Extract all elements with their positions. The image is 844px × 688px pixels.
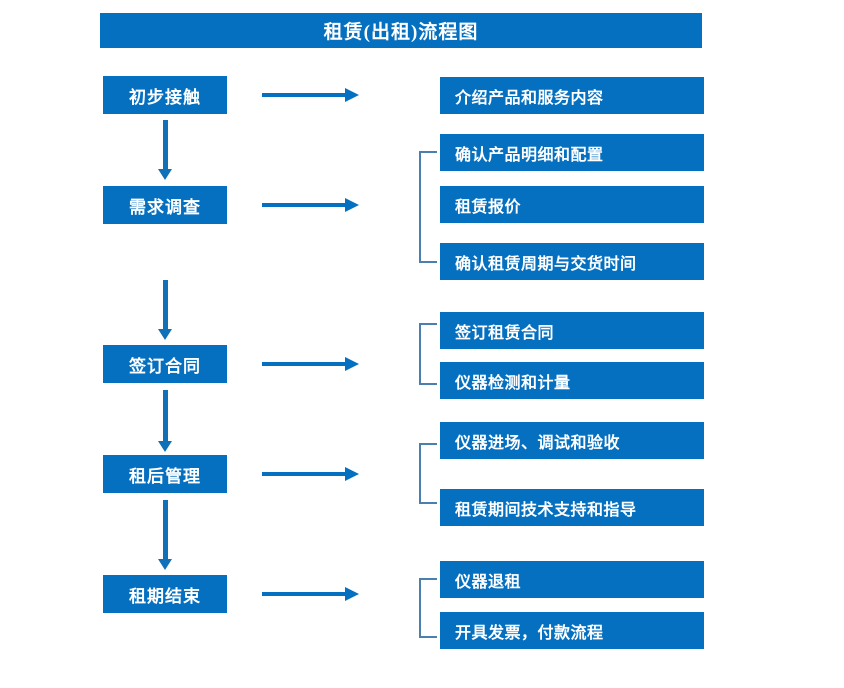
- stage-box-5[interactable]: 租期结束: [103, 575, 227, 613]
- detail-box-2-3[interactable]: 确认租赁周期与交货时间: [440, 243, 704, 280]
- detail-box-3-2[interactable]: 仪器检测和计量: [440, 362, 704, 399]
- detail-box-1-1[interactable]: 介绍产品和服务内容: [440, 77, 704, 114]
- arrow-shaft: [163, 500, 168, 559]
- stage-box-3[interactable]: 签订合同: [103, 345, 227, 383]
- down-arrow-icon-3: [158, 390, 173, 452]
- detail-box-5-1[interactable]: 仪器退租: [440, 561, 704, 598]
- detail-box-2-2[interactable]: 租赁报价: [440, 186, 704, 223]
- down-arrow-icon-2: [158, 280, 173, 340]
- arrow-head: [345, 198, 359, 212]
- right-arrow-icon-3: [262, 357, 359, 371]
- down-arrow-icon-4: [158, 500, 173, 570]
- group-bracket-2: [419, 151, 437, 263]
- detail-box-5-2[interactable]: 开具发票，付款流程: [440, 612, 704, 649]
- right-arrow-icon-4: [262, 467, 359, 481]
- arrow-shaft: [262, 472, 346, 476]
- arrow-shaft: [163, 390, 168, 441]
- arrow-head: [345, 467, 359, 481]
- right-arrow-icon-5: [262, 587, 359, 601]
- group-bracket-3: [419, 323, 437, 385]
- detail-box-2-1[interactable]: 确认产品明细和配置: [440, 134, 704, 171]
- arrow-head: [158, 329, 172, 340]
- arrow-head: [158, 169, 172, 180]
- stage-box-4[interactable]: 租后管理: [103, 455, 227, 493]
- detail-box-4-2[interactable]: 租赁期间技术支持和指导: [440, 489, 704, 526]
- detail-box-4-1[interactable]: 仪器进场、调试和验收: [440, 422, 704, 459]
- arrow-head: [158, 441, 172, 452]
- stage-box-1[interactable]: 初步接触: [103, 76, 227, 114]
- arrow-head: [158, 559, 172, 570]
- arrow-shaft: [262, 203, 346, 207]
- page-title: 租赁(出租)流程图: [100, 13, 702, 48]
- arrow-shaft: [262, 592, 346, 596]
- arrow-head: [345, 357, 359, 371]
- arrow-head: [345, 88, 359, 102]
- arrow-shaft: [262, 362, 346, 366]
- right-arrow-icon-1: [262, 88, 359, 102]
- arrow-shaft: [163, 120, 168, 169]
- down-arrow-icon-1: [158, 120, 173, 180]
- detail-box-3-1[interactable]: 签订租赁合同: [440, 312, 704, 349]
- group-bracket-4: [419, 443, 437, 504]
- group-bracket-5: [419, 578, 437, 638]
- right-arrow-icon-2: [262, 198, 359, 212]
- arrow-shaft: [163, 280, 168, 329]
- stage-box-2[interactable]: 需求调查: [103, 186, 227, 224]
- arrow-head: [345, 587, 359, 601]
- arrow-shaft: [262, 93, 346, 97]
